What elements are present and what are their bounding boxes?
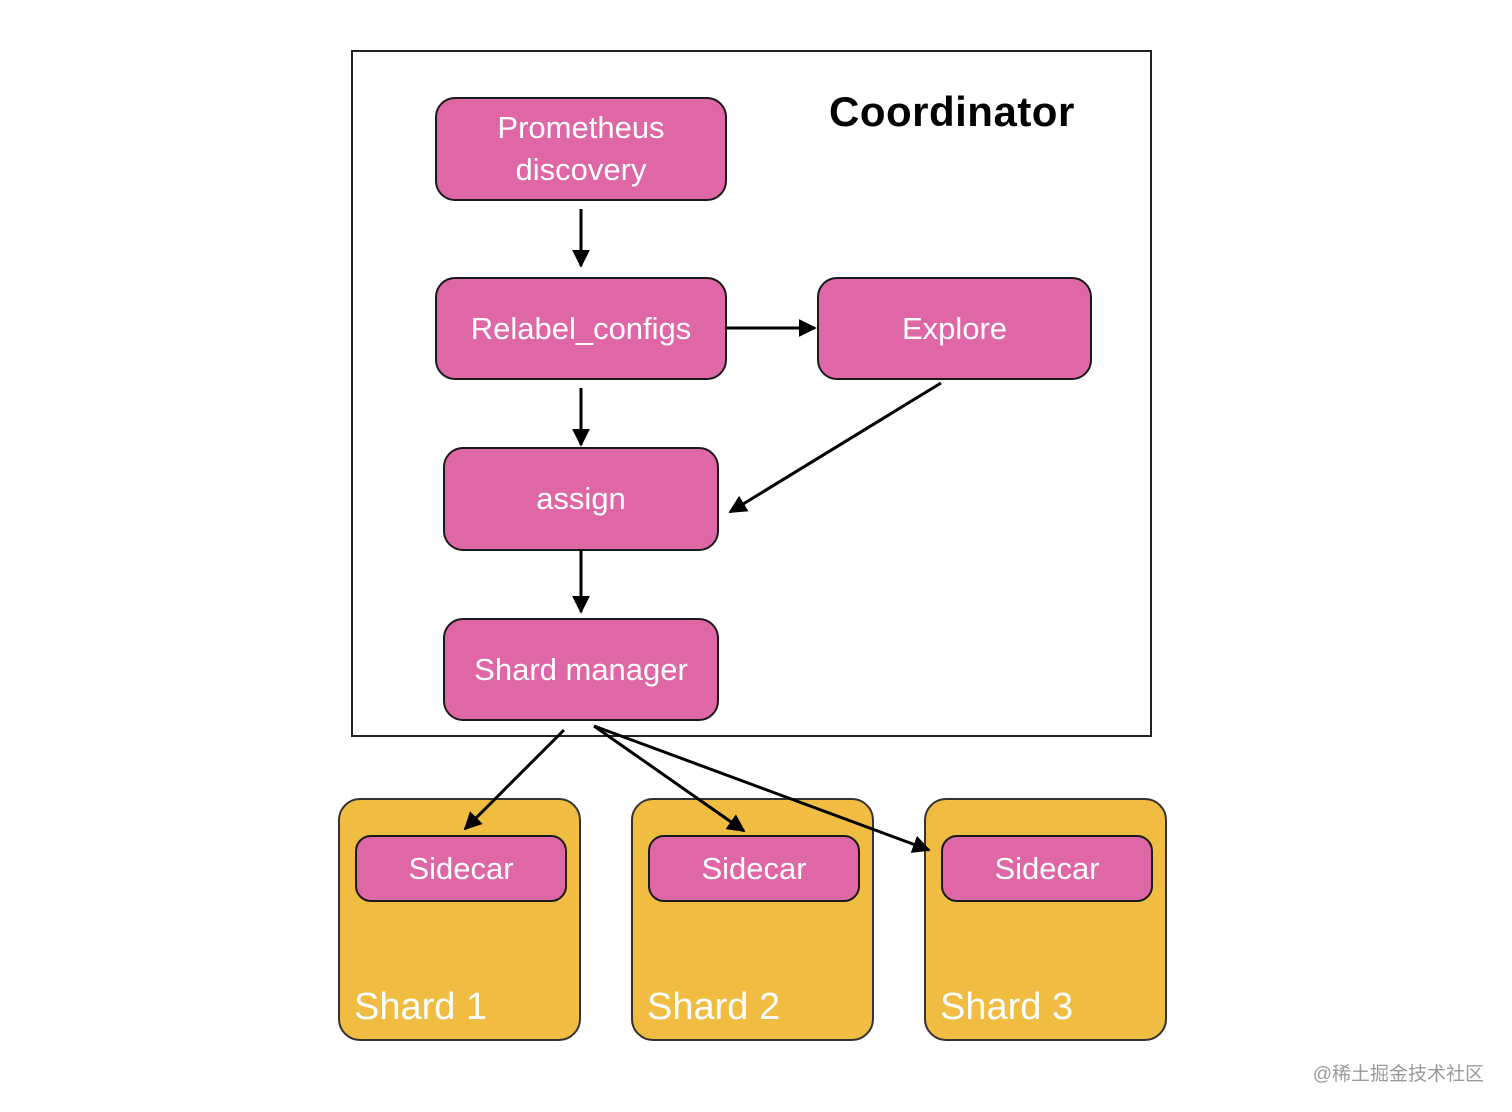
shard-1-box: Sidecar Shard 1 (338, 798, 581, 1041)
explore-node: Explore (817, 277, 1092, 380)
assign-node: assign (443, 447, 719, 551)
watermark: @稀土掘金技术社区 (1312, 1064, 1484, 1085)
shard-manager-node: Shard manager (443, 618, 719, 721)
sidecar-3-node: Sidecar (941, 835, 1153, 902)
shard-3-label: Shard 3 (940, 986, 1074, 1028)
sidecar-2-node: Sidecar (648, 835, 860, 902)
shard-1-label: Shard 1 (354, 986, 488, 1028)
explore-label: Explore (901, 310, 1008, 346)
sidecar-1-node: Sidecar (355, 835, 567, 902)
shard-3-box: Sidecar Shard 3 (924, 798, 1167, 1041)
prometheus-discovery-label: Prometheus discovery (497, 110, 665, 187)
relabel-configs-label: Relabel_configs (470, 310, 692, 346)
shard-2-label: Shard 2 (647, 986, 781, 1028)
prometheus-discovery-node: Prometheus discovery (435, 97, 727, 201)
shard-2-box: Sidecar Shard 2 (631, 798, 874, 1041)
coordinator-title: Coordinator (829, 88, 1075, 135)
relabel-configs-node: Relabel_configs (435, 277, 727, 380)
assign-label: assign (536, 481, 626, 517)
shard-manager-label: Shard manager (474, 651, 688, 687)
